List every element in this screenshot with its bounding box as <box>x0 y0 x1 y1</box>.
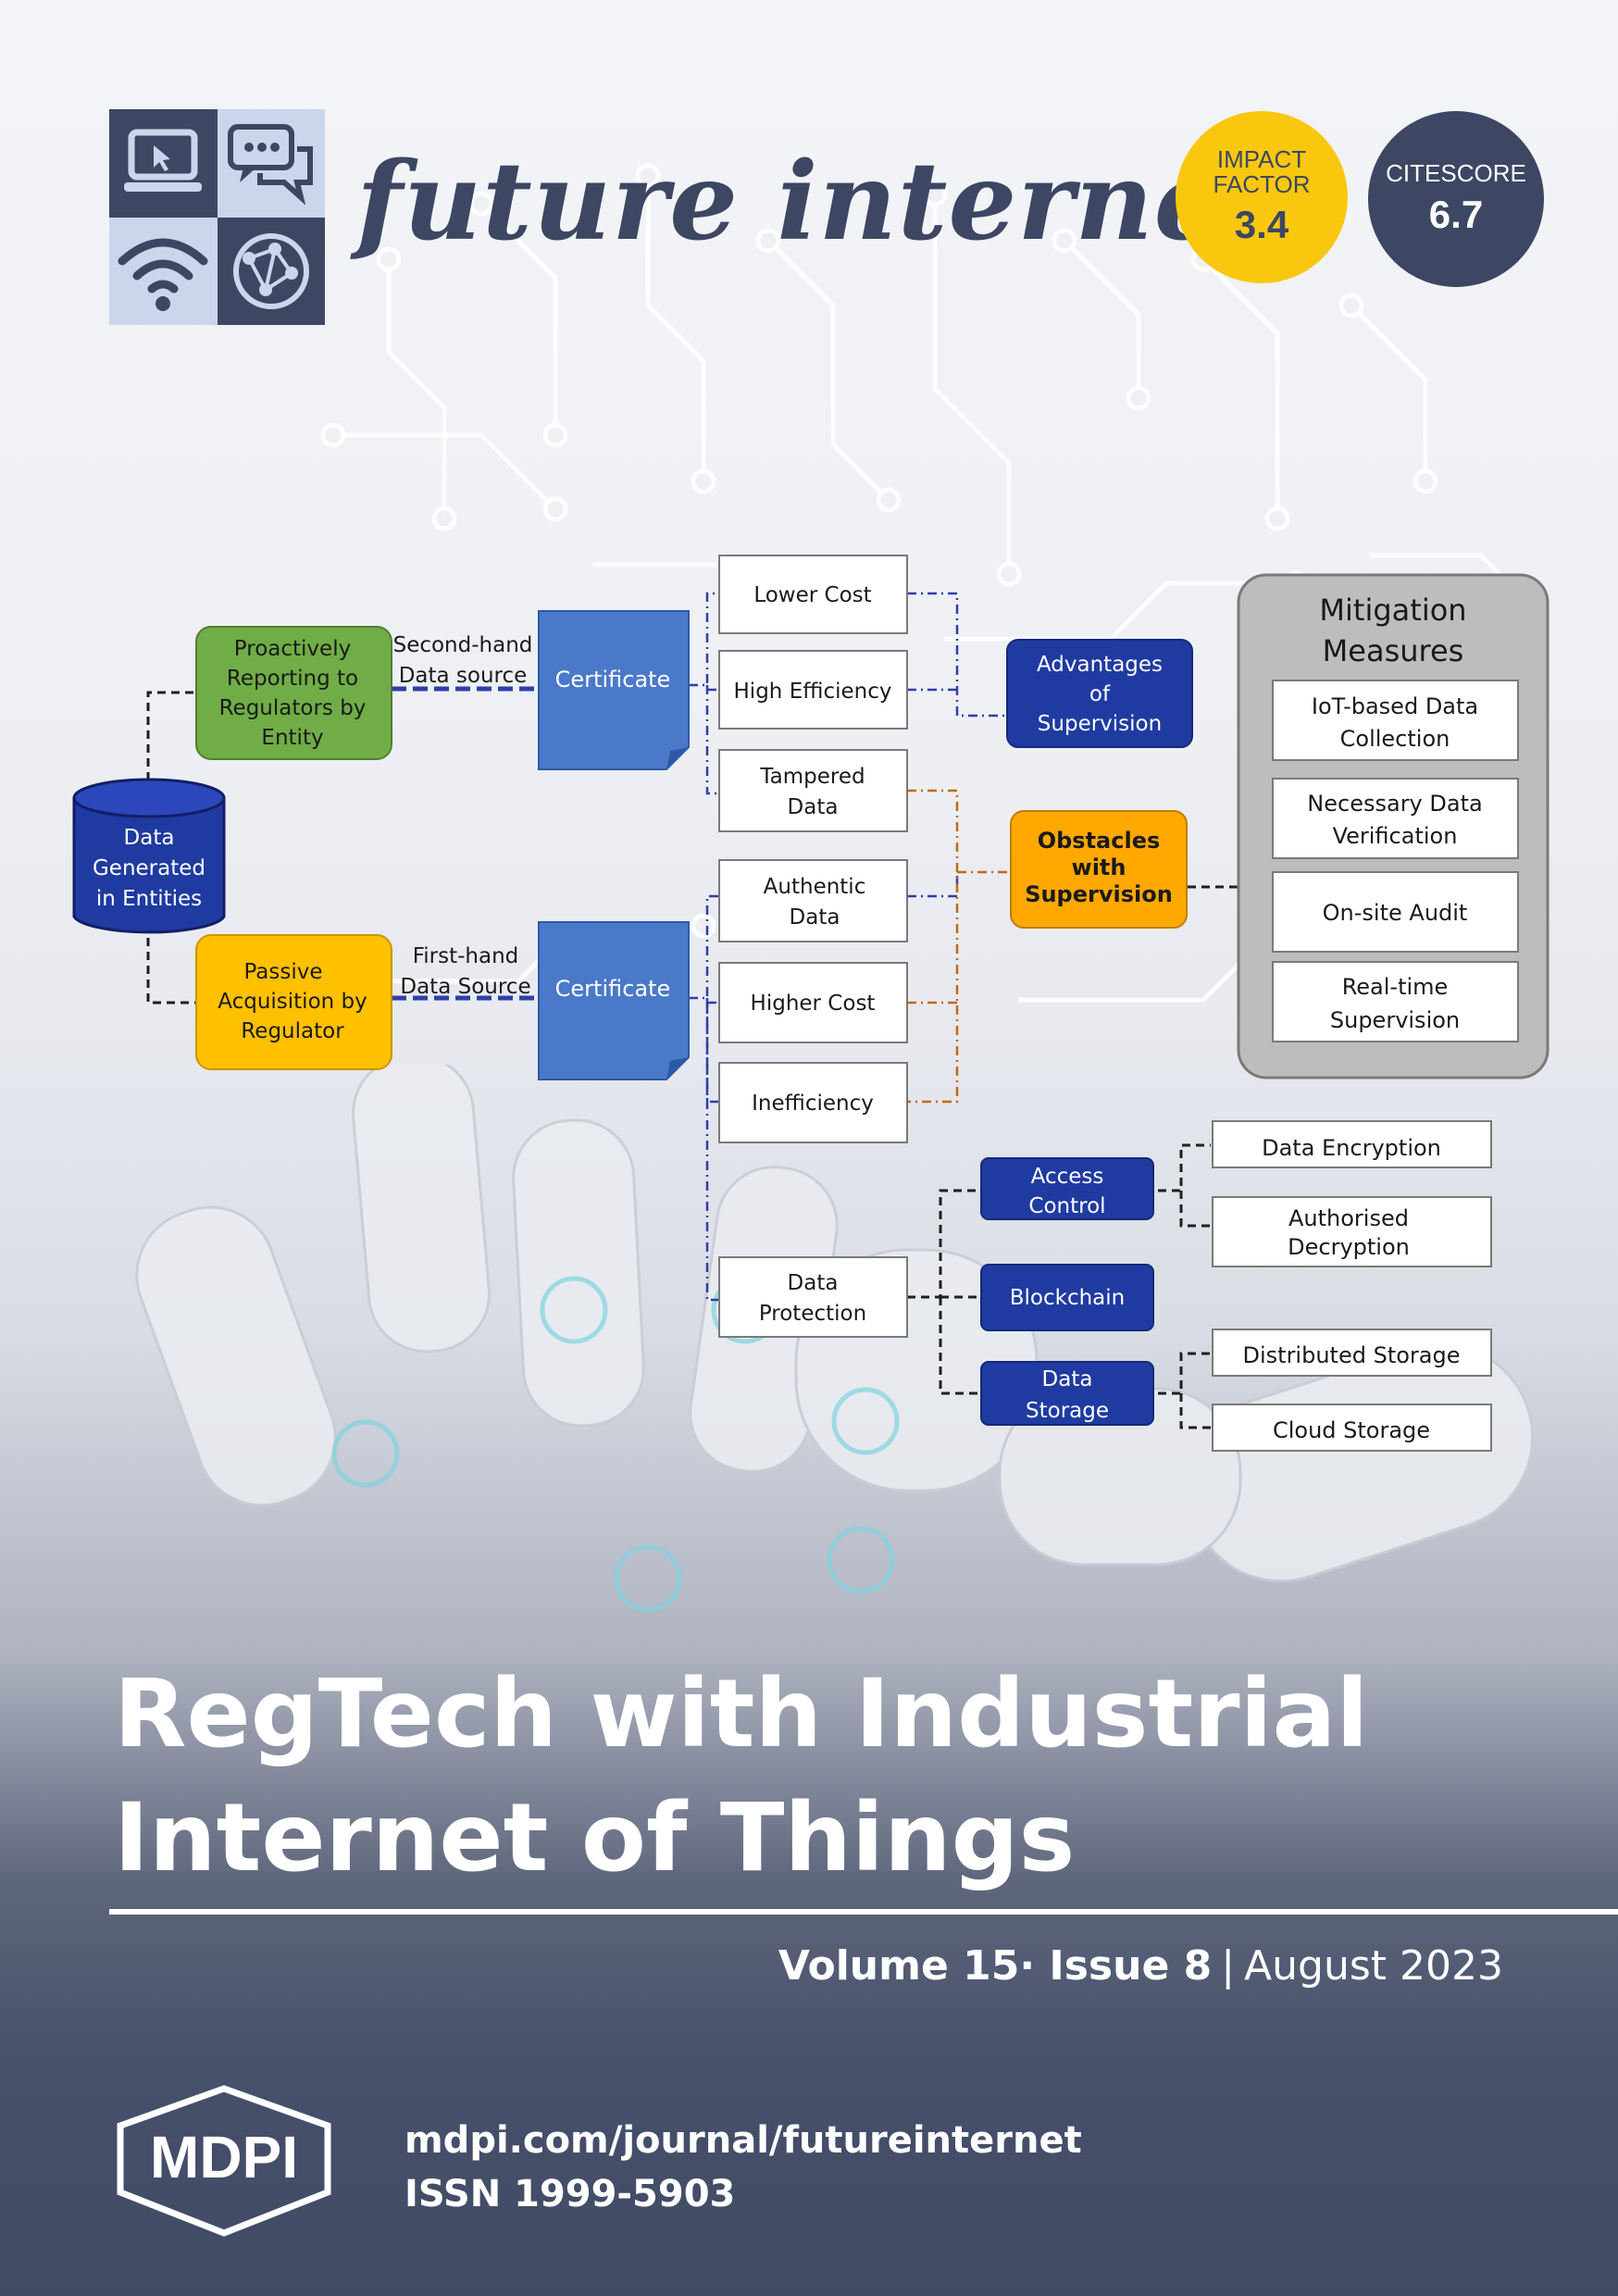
access-control-line-2: Control <box>1028 1194 1105 1218</box>
certificate-top: Certificate <box>538 610 690 770</box>
second-hand-line-2: Data source <box>399 664 528 688</box>
impact-factor-badge: IMPACT FACTOR 3.4 <box>1176 111 1348 283</box>
onsite-audit-label: On-site Audit <box>1323 900 1468 926</box>
certificate-bottom: Certificate <box>538 921 690 1080</box>
mdpi-wordmark: MDPI <box>150 2124 298 2190</box>
tampered-line-1: Tampered <box>759 765 865 789</box>
necessary-line-2: Verification <box>1333 823 1458 849</box>
access-control-box: Access Control <box>980 1157 1154 1220</box>
realtime-line-2: Supervision <box>1330 1007 1460 1033</box>
data-storage-box: Data Storage <box>980 1361 1154 1426</box>
data-storage-line-1: Data <box>1042 1367 1093 1391</box>
chat-bubbles-icon <box>217 109 325 218</box>
issn: ISSN 1999-5903 <box>404 2173 736 2215</box>
advantages-line-2: of <box>1089 682 1111 706</box>
issue-info: Volume 15· Issue 8|August 2023 <box>778 1942 1503 1990</box>
obstacles-line-3: Supervision <box>1025 881 1173 907</box>
journal-logo <box>109 109 325 325</box>
second-hand-line-1: Second-hand <box>393 633 533 657</box>
first-hand-line-1: First-hand <box>413 944 519 968</box>
data-generated-cylinder: Data Generated in Entities <box>72 778 226 934</box>
certificate-bottom-label: Certificate <box>555 976 671 1002</box>
laptop-icon <box>109 109 218 218</box>
authorised-line-1: Authorised <box>1288 1205 1409 1231</box>
realtime-line-1: Real-time <box>1342 974 1449 1000</box>
authentic-line-1: Authentic <box>764 875 866 899</box>
authentic-line-2: Data <box>790 905 840 930</box>
volume-issue: Volume 15· Issue 8 <box>778 1942 1213 1990</box>
proactive-line-4: Entity <box>261 726 323 750</box>
passive-acquisition-box: Passive Acquisition by Regulator <box>195 934 392 1070</box>
inefficiency-label: Inefficiency <box>752 1092 874 1116</box>
blockchain-box: Blockchain <box>980 1264 1154 1331</box>
citescore-value: 6.7 <box>1428 192 1484 236</box>
impact-factor-label-1: IMPACT <box>1216 144 1307 173</box>
access-control-line-1: Access <box>1031 1165 1104 1189</box>
iot-line-1: IoT-based Data <box>1312 693 1478 719</box>
lower-cost-label: Lower Cost <box>753 583 871 607</box>
journal-url[interactable]: mdpi.com/journal/futureinternet <box>404 2119 1082 2162</box>
necessary-line-1: Necessary Data <box>1307 791 1482 817</box>
wifi-icon <box>109 217 218 325</box>
data-encryption-label: Data Encryption <box>1262 1135 1441 1161</box>
cloud-storage-label: Cloud Storage <box>1273 1417 1430 1443</box>
impact-factor-label-2: FACTOR <box>1213 170 1311 198</box>
data-generated-line-2: Generated <box>93 856 205 880</box>
citescore-badge: CITESCORE 6.7 <box>1368 111 1544 287</box>
passive-line-2: Acquisition by <box>218 990 367 1014</box>
passive-line-3: Regulator <box>241 1019 344 1043</box>
article-title: RegTech with Industrial Internet of Thin… <box>114 1653 1558 1901</box>
mitigation-title-2: Measures <box>1323 633 1464 668</box>
obstacles-box: Obstacles with Supervision <box>1010 810 1188 929</box>
mitigation-measures-panel: Mitigation Measures IoT-based Data Colle… <box>1237 573 1550 1079</box>
obstacles-line-1: Obstacles <box>1038 828 1161 854</box>
title-divider <box>109 1909 1618 1915</box>
distributed-storage-label: Distributed Storage <box>1243 1342 1461 1368</box>
obstacles-line-2: with <box>1072 855 1126 880</box>
iot-line-2: Collection <box>1340 726 1450 752</box>
data-generated-line-1: Data <box>124 826 175 850</box>
citescore-label: CITESCORE <box>1386 159 1526 188</box>
proactive-line-2: Reporting to <box>227 667 358 691</box>
proactive-line-3: Regulators by <box>219 696 367 720</box>
authorised-line-2: Decryption <box>1288 1234 1410 1260</box>
data-storage-line-2: Storage <box>1026 1399 1109 1423</box>
article-title-line-1: RegTech with Industrial <box>114 1659 1369 1769</box>
high-efficiency-label: High Efficiency <box>734 680 892 704</box>
advantages-line-1: Advantages <box>1037 653 1163 677</box>
article-title-line-2: Internet of Things <box>114 1783 1076 1893</box>
passive-line-1: Passive <box>243 960 322 984</box>
impact-factor-value: 3.4 <box>1234 203 1289 247</box>
network-globe-icon <box>217 217 325 325</box>
footer-info: mdpi.com/journal/futureinternet ISSN 199… <box>404 2114 1082 2221</box>
issue-date: August 2023 <box>1244 1942 1503 1990</box>
proactive-reporting-box: Proactively Reporting to Regulators by E… <box>195 626 392 760</box>
certificate-top-label: Certificate <box>555 667 671 693</box>
data-protection-line-2: Protection <box>759 1302 866 1326</box>
advantages-box: Advantages of Supervision <box>1006 639 1193 748</box>
regtech-flow-diagram: Data Generated in Entities Proactively R… <box>72 555 1550 1452</box>
tampered-line-2: Data <box>788 795 839 819</box>
higher-cost-label: Higher Cost <box>751 992 876 1016</box>
data-generated-line-3: in Entities <box>96 887 202 911</box>
first-hand-line-2: Data Source <box>400 975 530 999</box>
mdpi-logo: MDPI <box>117 2085 331 2237</box>
journal-title: future internet <box>356 139 1275 265</box>
blockchain-label: Blockchain <box>1010 1286 1126 1310</box>
mitigation-title-1: Mitigation <box>1319 593 1466 628</box>
issue-separator: | <box>1221 1942 1236 1990</box>
data-protection-line-1: Data <box>788 1271 839 1295</box>
advantages-line-3: Supervision <box>1038 712 1162 736</box>
proactive-line-1: Proactively <box>234 637 351 661</box>
